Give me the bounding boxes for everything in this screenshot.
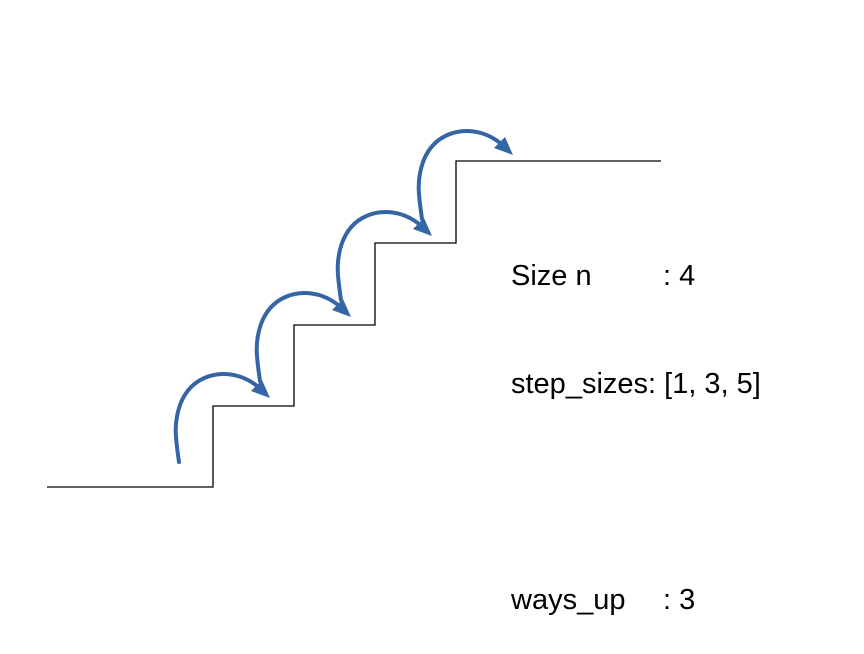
jump-arrow (254, 291, 351, 383)
jump-arrow (173, 372, 270, 464)
jump-arrow-curve (416, 129, 507, 221)
jump-arrow-curve (335, 210, 426, 302)
size-label: Size n (511, 260, 592, 292)
size-value: : 4 (663, 260, 696, 292)
jump-arrow-curve (254, 291, 345, 383)
jump-arrow (335, 210, 432, 302)
ways-label: ways_up (511, 584, 626, 616)
arrowhead (251, 380, 270, 398)
ways-value: : 3 (663, 584, 696, 616)
staircase-outline (47, 160, 661, 488)
jump-arrow-curve (173, 372, 264, 464)
arrowhead (494, 137, 513, 155)
spacer (511, 474, 761, 510)
staircase-diagram (47, 129, 661, 488)
jump-arrow (416, 129, 513, 221)
arrowhead (332, 299, 351, 317)
step-sizes-label: step_sizes: (511, 368, 657, 400)
step-sizes-row: step_sizes: [1, 3, 5] (511, 366, 761, 402)
jump-arrows (173, 129, 513, 464)
arrowhead (413, 218, 432, 236)
info-panel: Size n : 4 step_sizes: [1, 3, 5] ways_up:… (511, 186, 761, 654)
size-row: Size n : 4 (511, 258, 761, 294)
step-sizes-value: [1, 3, 5] (656, 368, 761, 400)
ways-row: ways_up : 3 (511, 582, 761, 618)
